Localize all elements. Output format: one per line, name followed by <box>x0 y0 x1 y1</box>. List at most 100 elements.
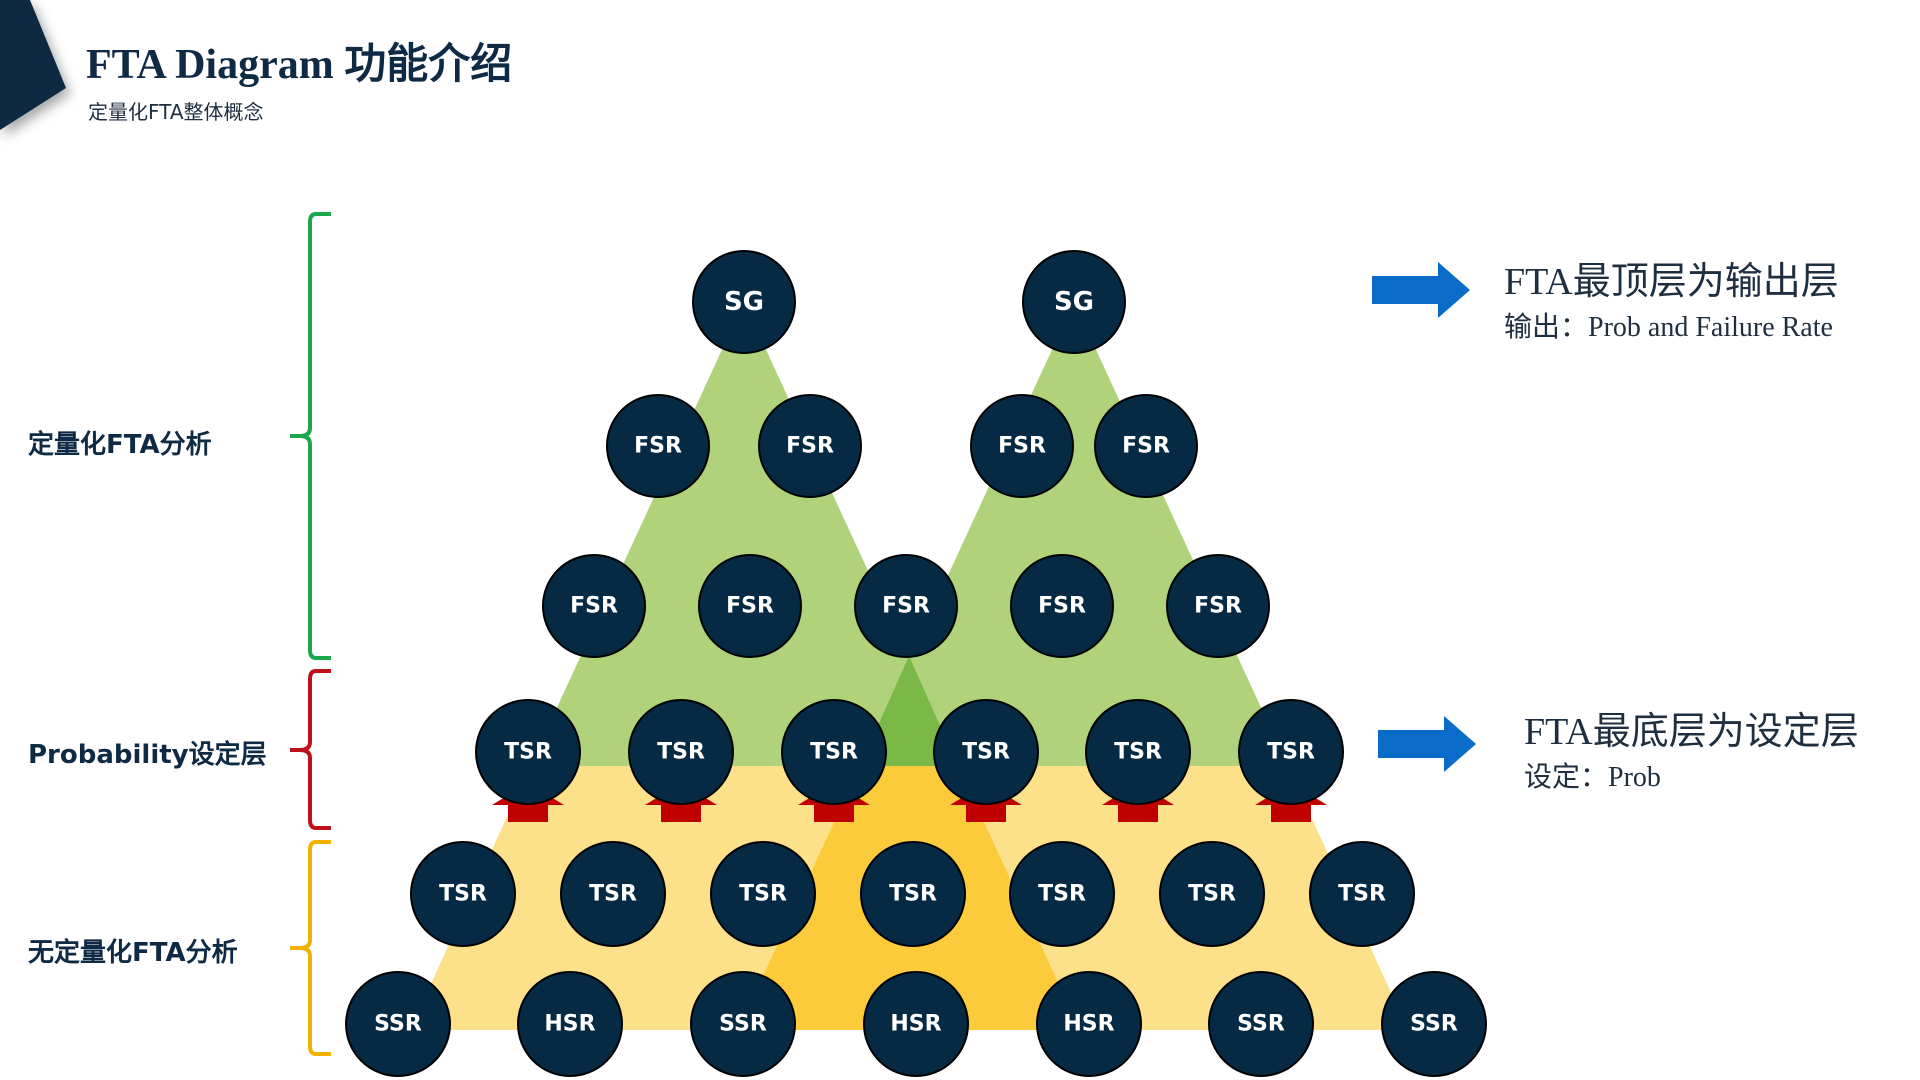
node-circle <box>1036 971 1142 1077</box>
node-label: SSR <box>1237 1012 1285 1037</box>
node-circle <box>1094 394 1198 498</box>
fta-node-tsr: TSR <box>1159 841 1265 947</box>
output-layer-detail: 输出：Prob and Failure Rate <box>1504 312 1833 343</box>
node-label: HSR <box>544 1012 595 1037</box>
node-label: FSR <box>1194 594 1242 619</box>
node-circle <box>1022 250 1126 354</box>
fta-node-tsr: TSR <box>710 841 816 947</box>
node-label: HSR <box>1063 1012 1114 1037</box>
node-label: FSR <box>570 594 618 619</box>
fta-node-hsr: HSR <box>517 971 623 1077</box>
fta-node-tsr: TSR <box>933 699 1039 805</box>
node-circle <box>1166 554 1270 658</box>
fta-node-fsr: FSR <box>758 394 862 498</box>
node-label: SSR <box>374 1012 422 1037</box>
fta-node-tsr: TSR <box>1009 841 1115 947</box>
bracket-probability <box>290 669 331 830</box>
bracket-non-quantitative <box>290 840 331 1056</box>
node-label: HSR <box>890 1012 941 1037</box>
node-label: TSR <box>504 740 552 765</box>
node-label: TSR <box>1114 740 1162 765</box>
green-region-right <box>860 302 1288 766</box>
fta-node-ssr: SSR <box>690 971 796 1077</box>
node-label: FSR <box>786 434 834 459</box>
input-layer-heading: FTA最底层为设定层 <box>1524 711 1859 753</box>
green-region-left <box>530 302 958 766</box>
node-circle <box>1159 841 1265 947</box>
layer-label-probability: Probability设定层 <box>28 740 267 770</box>
fta-node-fsr: FSR <box>1094 394 1198 498</box>
fta-node-fsr: FSR <box>1166 554 1270 658</box>
corner-decoration <box>0 0 66 130</box>
node-circle <box>781 699 887 805</box>
input-layer-note: FTA最底层为设定层 设定：Prob <box>1524 700 1859 795</box>
node-label: FSR <box>1122 434 1170 459</box>
fta-node-tsr: TSR <box>781 699 887 805</box>
fta-node-fsr: FSR <box>970 394 1074 498</box>
fta-node-fsr: FSR <box>698 554 802 658</box>
node-label: TSR <box>657 740 705 765</box>
fta-node-tsr: TSR <box>560 841 666 947</box>
node-circle <box>1208 971 1314 1077</box>
fta-node-sg: SG <box>1022 250 1126 354</box>
node-circle <box>860 841 966 947</box>
node-label: TSR <box>889 882 937 907</box>
node-label: TSR <box>439 882 487 907</box>
node-circle <box>560 841 666 947</box>
node-label: FSR <box>1038 594 1086 619</box>
node-circle <box>698 554 802 658</box>
fta-node-tsr: TSR <box>860 841 966 947</box>
node-label: TSR <box>739 882 787 907</box>
fta-node-tsr: TSR <box>410 841 516 947</box>
fta-node-ssr: SSR <box>1381 971 1487 1077</box>
node-label: TSR <box>1267 740 1315 765</box>
output-arrow <box>1372 262 1470 318</box>
node-label: TSR <box>962 740 1010 765</box>
node-label: TSR <box>589 882 637 907</box>
node-label: FSR <box>634 434 682 459</box>
node-circle <box>1381 971 1487 1077</box>
output-layer-note: FTA最顶层为输出层 输出：Prob and Failure Rate <box>1504 250 1839 345</box>
fta-node-sg: SG <box>692 250 796 354</box>
node-circle <box>1010 554 1114 658</box>
layer-label-non-quantitative: 无定量化FTA分析 <box>28 938 238 968</box>
node-label: TSR <box>1338 882 1386 907</box>
node-label: TSR <box>1038 882 1086 907</box>
node-label: FSR <box>998 434 1046 459</box>
fta-node-ssr: SSR <box>1208 971 1314 1077</box>
fta-node-tsr: TSR <box>1309 841 1415 947</box>
fta-node-fsr: FSR <box>1010 554 1114 658</box>
node-circle <box>606 394 710 498</box>
fta-node-tsr: TSR <box>1238 699 1344 805</box>
node-circle <box>1238 699 1344 805</box>
node-circle <box>1009 841 1115 947</box>
node-label: SG <box>724 287 764 317</box>
node-circle <box>690 971 796 1077</box>
fta-node-fsr: FSR <box>542 554 646 658</box>
input-arrow <box>1378 716 1476 772</box>
node-circle <box>758 394 862 498</box>
node-label: TSR <box>810 740 858 765</box>
output-layer-heading: FTA最顶层为输出层 <box>1504 261 1839 303</box>
node-circle <box>1085 699 1191 805</box>
node-circle <box>710 841 816 947</box>
fta-node-hsr: HSR <box>863 971 969 1077</box>
page-subtitle: 定量化FTA整体概念 <box>88 100 264 124</box>
node-circle <box>542 554 646 658</box>
node-circle <box>933 699 1039 805</box>
node-label: SSR <box>719 1012 767 1037</box>
fta-node-tsr: TSR <box>628 699 734 805</box>
node-label: FSR <box>882 594 930 619</box>
node-circle <box>863 971 969 1077</box>
node-circle <box>345 971 451 1077</box>
fta-node-ssr: SSR <box>345 971 451 1077</box>
node-circle <box>854 554 958 658</box>
page-title: FTA Diagram 功能介绍 <box>86 42 513 88</box>
input-layer-detail: 设定：Prob <box>1524 762 1661 793</box>
node-label: TSR <box>1188 882 1236 907</box>
fta-node-fsr: FSR <box>854 554 958 658</box>
node-label: FSR <box>726 594 774 619</box>
node-circle <box>970 394 1074 498</box>
node-label: SG <box>1054 287 1094 317</box>
